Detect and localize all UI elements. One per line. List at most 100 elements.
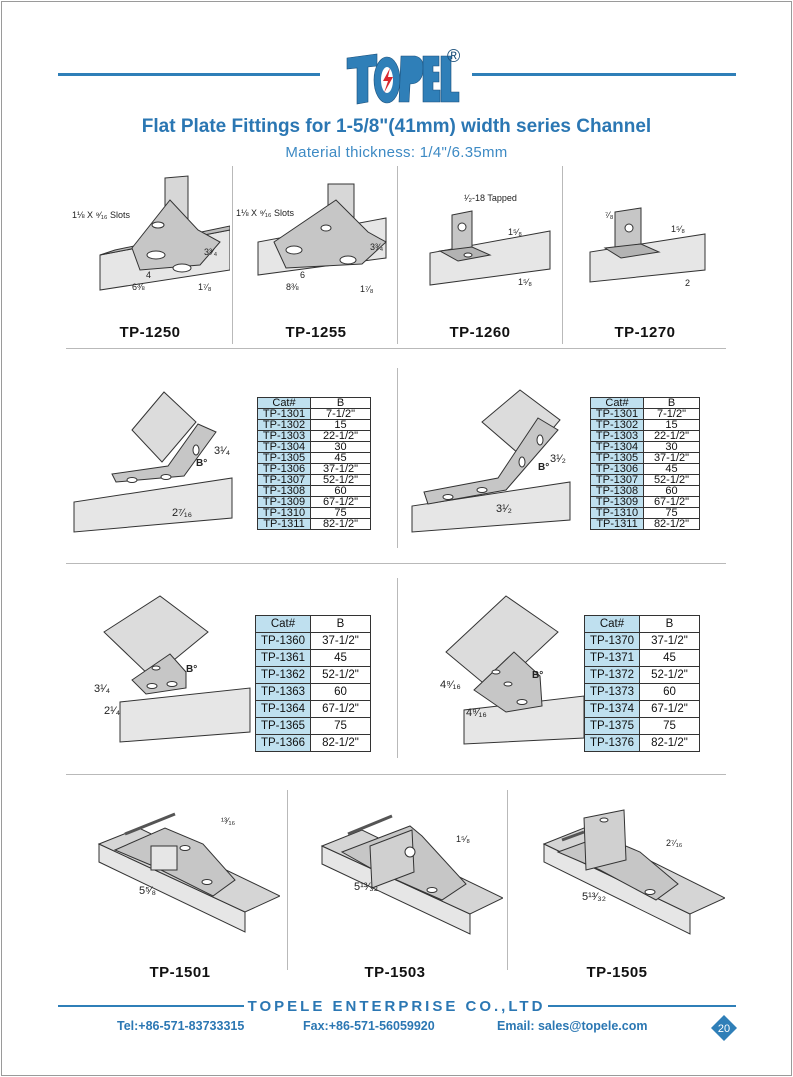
table-cell: 67-1/2" (310, 496, 371, 508)
dim-label: 1⁵⁄₈ (508, 227, 522, 237)
table-cell: TP-1303 (590, 430, 644, 442)
product-cell-tp-1250: 1⅛ X ⁹⁄₁₆ Slots 3³⁄₄ 4 6⅜ 1⁷⁄₈ (70, 170, 230, 315)
table-cell: TP-1361 (255, 649, 311, 667)
table-cell: 37-1/2" (639, 632, 700, 650)
company-name: TOPELE ENTERPRISE CO.,LTD (247, 998, 546, 1015)
product-code: TP-1505 (586, 964, 648, 981)
table-cell: 52-1/2" (310, 474, 371, 486)
table-cell: TP-1306 (257, 463, 311, 475)
product-code: TP-1260 (449, 324, 511, 341)
column-header: B (310, 615, 371, 633)
dim-label: 1⁷⁄₈ (198, 282, 212, 292)
dim-label: 3¹⁄₄ (214, 445, 231, 457)
fitting-drawing: 3¹⁄₂ 3¹⁄₂ B° (411, 389, 571, 533)
table-cell: 7-1/2" (643, 408, 700, 420)
table-cell: TP-1374 (584, 700, 640, 718)
angled-fitting-diagram: 3¹⁄₄ 2⁷⁄₁₆ B° (72, 382, 252, 542)
table-cell: TP-1365 (255, 717, 311, 735)
table-cell: 60 (643, 485, 700, 497)
product-cell-tp-1260: ¹⁄₂-18 Tapped 1⁵⁄₈ 1⁵⁄₈ (410, 185, 560, 315)
angle-label: B° (196, 458, 207, 469)
fitting-drawing: 1⅛ X ⁹⁄₁₆ Slots 3³⁄₄ 4 6⅜ 1⁷⁄₈ (72, 175, 230, 292)
footer-rule-right (548, 1005, 736, 1007)
email-address[interactable]: Email: sales@topele.com (497, 1019, 648, 1033)
table-cell: 60 (310, 683, 371, 701)
product-cell-tp-1270: ⁷⁄₈ 1⁵⁄₈ 2 (575, 200, 725, 315)
dim-label: 1⁵⁄₈ (456, 834, 470, 844)
material-thickness: Material thickness: 1/4"/6.35mm (285, 144, 508, 161)
dim-label: 2⁷⁄₁₆ (666, 838, 683, 848)
table-cell: 82-1/2" (643, 518, 700, 530)
slot-note: 1⅛ X ⁹⁄₁₆ Slots (72, 210, 131, 220)
table-cell: 52-1/2" (643, 474, 700, 486)
divider (562, 166, 563, 344)
dim-label: 4⁹⁄₁₆ (440, 679, 461, 691)
table-cell: 67-1/2" (643, 496, 700, 508)
table-cell: TP-1304 (590, 441, 644, 453)
dim-label: ⁷⁄₈ (605, 210, 614, 220)
table-cell: TP-1307 (590, 474, 644, 486)
product-cell-tp-1503: 1⁵⁄₈ 5¹³⁄₃₂ (318, 808, 503, 953)
dim-label: 1⁷⁄₈ (360, 284, 374, 294)
page-title: Flat Plate Fittings for 1-5/8"(41mm) wid… (141, 116, 652, 137)
dim-label: 4 (146, 270, 151, 280)
section-divider (66, 774, 726, 775)
product-code: TP-1250 (119, 324, 181, 341)
table-cell: TP-1371 (584, 649, 640, 667)
table-cell: 45 (639, 649, 700, 667)
fitting-drawing: ¹³⁄₁₆ 5⁵⁄₈ (97, 812, 280, 933)
table-cell: TP-1306 (590, 463, 644, 475)
dim-label: 6⅜ (132, 282, 145, 292)
dim-label: 3³⁄₄ (370, 242, 384, 252)
page-number: 20 (718, 1023, 730, 1035)
table-cell: 37-1/2" (310, 632, 371, 650)
column-header: B (639, 615, 700, 633)
dim-label: 2¹⁄₄ (104, 705, 121, 717)
fitting-drawing: 3¹⁄₄ 2⁷⁄₁₆ B° (73, 391, 233, 533)
table-cell: TP-1309 (257, 496, 311, 508)
table-cell: TP-1309 (590, 496, 644, 508)
divider (507, 790, 508, 970)
dim-label: ¹³⁄₁₆ (221, 816, 236, 826)
fitting-drawing: 1⅛ X ⁹⁄₁₆ Slots 3³⁄₄ 6 8⅜ 1⁷⁄₈ (236, 183, 387, 294)
table-cell: TP-1372 (584, 666, 640, 684)
table-cell: TP-1303 (257, 430, 311, 442)
phone-number: Tel:+86-571-83733315 (117, 1019, 245, 1033)
dim-label: 1⁵⁄₈ (518, 277, 532, 287)
table-cell: TP-1366 (255, 734, 311, 752)
table-cell: TP-1311 (257, 518, 311, 530)
table-cell: 82-1/2" (310, 734, 371, 752)
table-cell: 45 (310, 452, 371, 464)
table-cell: 22-1/2" (643, 430, 700, 442)
table-cell: TP-1305 (257, 452, 311, 464)
angle-label: B° (538, 462, 549, 473)
table-cell: TP-1301 (257, 408, 311, 420)
table-cell: 15 (310, 419, 371, 431)
table-cell: 82-1/2" (639, 734, 700, 752)
angled-fitting-diagram: 4⁹⁄₁₆ 4⁹⁄₁₆ B° (436, 592, 586, 757)
divider (287, 790, 288, 970)
table-cell: 82-1/2" (310, 518, 371, 530)
table-cell: TP-1304 (257, 441, 311, 453)
footer-rule-left (58, 1005, 244, 1007)
table-cell: TP-1302 (257, 419, 311, 431)
page-number-badge: 20 (711, 1015, 737, 1041)
product-cell-tp-1501: ¹³⁄₁₆ 5⁵⁄₈ (95, 800, 280, 950)
dim-label: 5⁵⁄₈ (139, 885, 156, 897)
dim-label: 2 (685, 278, 690, 288)
table-cell: TP-1301 (590, 408, 644, 420)
table-cell: TP-1311 (590, 518, 644, 530)
fax-number: Fax:+86-571-56059920 (303, 1019, 435, 1033)
angle-label: B° (532, 670, 543, 681)
table-cell: 7-1/2" (310, 408, 371, 420)
table-cell: 60 (310, 485, 371, 497)
table-cell: 30 (643, 441, 700, 453)
section-divider (66, 563, 726, 564)
table-cell: TP-1307 (257, 474, 311, 486)
column-header: Cat# (257, 397, 311, 409)
fitting-drawing: ¹⁄₂-18 Tapped 1⁵⁄₈ 1⁵⁄₈ (429, 193, 551, 287)
dim-label: 1⁵⁄₈ (671, 224, 685, 234)
angled-fitting-diagram: 3¹⁄₂ 3¹⁄₂ B° (410, 382, 585, 542)
